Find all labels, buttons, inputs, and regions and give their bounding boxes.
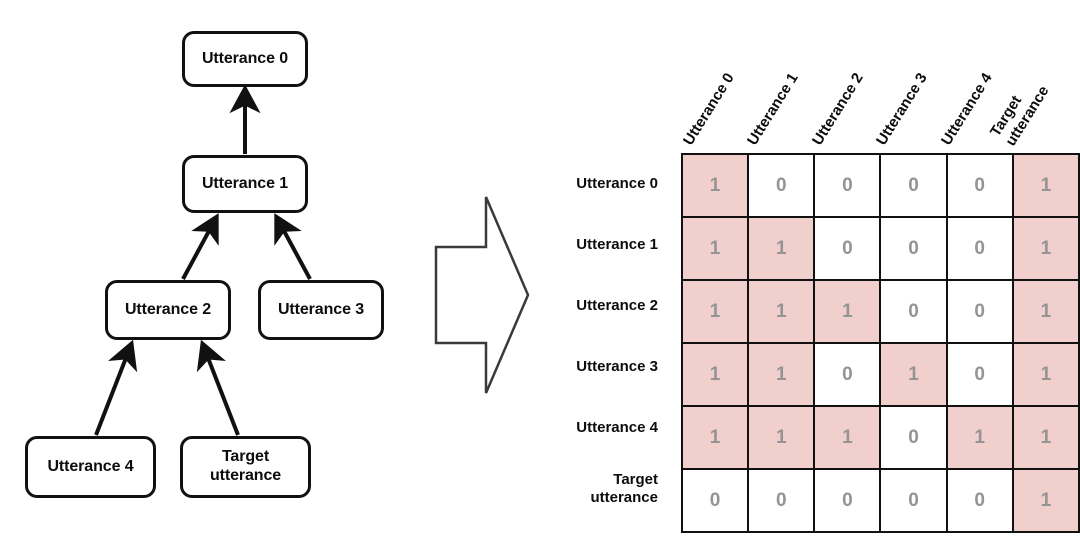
tree-node-utterance-4[interactable]: Utterance 4 <box>25 436 156 498</box>
matrix-cell-r2-c1[interactable]: 1 <box>747 279 816 344</box>
matrix-cell-r5-c2[interactable]: 0 <box>813 468 882 533</box>
matrix-row-header-utterance-2: Utterance 2 <box>576 296 658 314</box>
matrix-cell-r3-c3[interactable]: 1 <box>879 342 948 407</box>
matrix-cell-r3-c5[interactable]: 1 <box>1011 342 1080 407</box>
matrix-cell-r1-c3[interactable]: 0 <box>879 216 948 281</box>
matrix-cell-r3-c1[interactable]: 1 <box>747 342 816 407</box>
matrix-cell-r2-c0[interactable]: 1 <box>680 279 750 344</box>
matrix-cell-r4-c0[interactable]: 1 <box>680 405 750 470</box>
tree-node-label: Target utterance <box>209 448 282 484</box>
matrix-cell-r5-c0[interactable]: 0 <box>680 468 750 533</box>
tree-node-label: Utterance 2 <box>124 300 212 318</box>
matrix-row-headers: Utterance 0 Utterance 1 Utterance 2 Utte… <box>500 153 670 519</box>
matrix-cell-r0-c0[interactable]: 1 <box>680 153 750 218</box>
matrix-cell-r0-c3[interactable]: 0 <box>879 153 948 218</box>
matrix-cell-r2-c2[interactable]: 1 <box>813 279 882 344</box>
matrix-cell-r5-c3[interactable]: 0 <box>879 468 948 533</box>
tree-node-utterance-2[interactable]: Utterance 2 <box>105 280 231 340</box>
matrix-cell-r1-c5[interactable]: 1 <box>1011 216 1080 281</box>
edge-target-to-u2 <box>196 339 240 436</box>
matrix-cell-r4-c1[interactable]: 1 <box>747 405 816 470</box>
matrix-cell-r3-c0[interactable]: 1 <box>680 342 750 407</box>
tree-node-label: Utterance 1 <box>201 174 289 192</box>
matrix-cell-r2-c5[interactable]: 1 <box>1011 279 1080 344</box>
matrix-cell-r4-c4[interactable]: 1 <box>945 405 1014 470</box>
tree-node-utterance-3[interactable]: Utterance 3 <box>258 280 384 340</box>
tree-edges-layer <box>94 84 312 436</box>
matrix-cell-r5-c4[interactable]: 0 <box>945 468 1014 533</box>
block-arrow-right-icon <box>434 196 530 394</box>
tree-node-label: Utterance 4 <box>47 457 134 475</box>
matrix-cell-r3-c2[interactable]: 0 <box>813 342 882 407</box>
matrix-col-header-utterance-3: Utterance 3 <box>873 70 931 149</box>
matrix-row-header-utterance-1: Utterance 1 <box>576 235 658 253</box>
matrix-cell-r4-c5[interactable]: 1 <box>1011 405 1080 470</box>
matrix-row-header-utterance-4: Utterance 4 <box>576 418 658 436</box>
tree-node-utterance-0[interactable]: Utterance 0 <box>182 31 308 87</box>
matrix-cell-r1-c2[interactable]: 0 <box>813 216 882 281</box>
matrix-cell-r5-c5[interactable]: 1 <box>1011 468 1080 533</box>
matrix-col-header-utterance-0: Utterance 0 <box>680 70 738 149</box>
matrix-cell-r1-c0[interactable]: 1 <box>680 216 750 281</box>
matrix-cell-r0-c5[interactable]: 1 <box>1011 153 1080 218</box>
tree-node-label: Utterance 3 <box>277 300 365 318</box>
matrix-cell-r2-c3[interactable]: 0 <box>879 279 948 344</box>
matrix-cell-r4-c2[interactable]: 1 <box>813 405 882 470</box>
matrix-column-headers: Utterance 0 Utterance 1 Utterance 2 Utte… <box>680 0 1080 153</box>
tree-node-target-utterance[interactable]: Target utterance <box>180 436 311 498</box>
tree-node-label: Utterance 0 <box>201 49 289 67</box>
matrix-col-header-utterance-4: Utterance 4 <box>938 70 996 149</box>
matrix-cell-r0-c4[interactable]: 0 <box>945 153 1014 218</box>
matrix-col-header-utterance-1: Utterance 1 <box>744 70 802 149</box>
matrix-cell-r1-c4[interactable]: 0 <box>945 216 1014 281</box>
matrix-col-header-target-utterance: Target utterance <box>987 82 1053 149</box>
matrix-cell-r0-c1[interactable]: 0 <box>747 153 816 218</box>
matrix-col-header-utterance-2: Utterance 2 <box>809 70 867 149</box>
matrix-row-header-utterance-0: Utterance 0 <box>576 174 658 192</box>
matrix-cell-r2-c4[interactable]: 0 <box>945 279 1014 344</box>
matrix-cell-r3-c4[interactable]: 0 <box>945 342 1014 407</box>
edge-u4-to-u2 <box>94 339 138 436</box>
matrix-cell-r5-c1[interactable]: 0 <box>747 468 816 533</box>
matrix-cell-r0-c2[interactable]: 0 <box>813 153 882 218</box>
matrix-row-header-utterance-3: Utterance 3 <box>576 357 658 375</box>
matrix-cell-r4-c3[interactable]: 0 <box>879 405 948 470</box>
matrix-cell-r1-c1[interactable]: 1 <box>747 216 816 281</box>
matrix-row-header-target-utterance: Target utterance <box>590 470 658 506</box>
tree-node-utterance-1[interactable]: Utterance 1 <box>182 155 308 213</box>
edge-u2-to-u1 <box>181 213 219 280</box>
edge-u3-to-u1 <box>274 213 312 280</box>
